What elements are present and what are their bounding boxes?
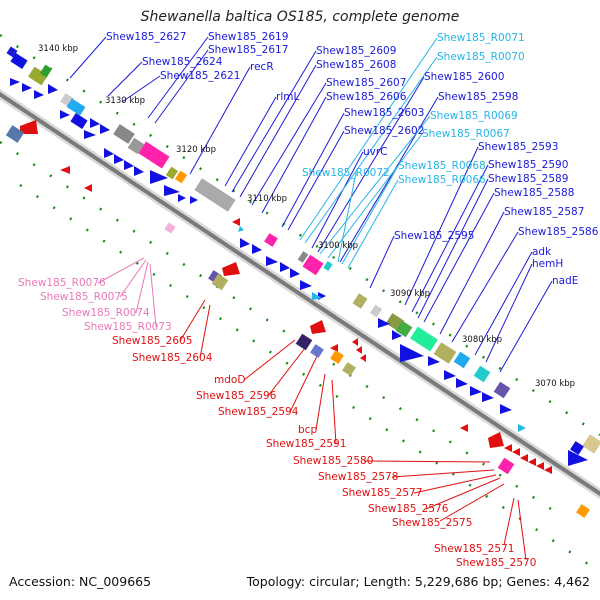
gene-label: Shew185_2591 [266, 438, 346, 450]
gene-label: Shew185_2619 [208, 31, 288, 43]
tick-label: 3130 kbp [105, 96, 145, 106]
gene-label: Shew185_2586 [518, 226, 599, 238]
genome-summary-text: Topology: circular; Length: 5,229,686 bp… [246, 574, 590, 589]
gene-label: Shew185_2605 [112, 335, 192, 347]
gene-labels-blue: Shew185_2627 Shew185_2619 Shew185_2617 S… [106, 31, 599, 287]
gene-label: Shew185_2606 [326, 91, 407, 103]
gene-label: bcp [298, 424, 317, 436]
tick-label: 3090 kbp [390, 289, 430, 299]
gene-labels-cyan: Shew185_R0071 Shew185_R0070 Shew185_R006… [302, 32, 525, 186]
tick-label: 3100 kbp [318, 241, 358, 251]
tick-label: 3120 kbp [176, 145, 216, 155]
gene-label: Shew185_R0072 [302, 167, 390, 179]
gene-label: Shew185_R0066 [398, 174, 486, 186]
gene-label: Shew185_2590 [488, 159, 568, 171]
tick-label: 3080 kbp [462, 335, 502, 345]
gene-label: uvrC [363, 146, 388, 158]
leader-lines-blue [69, 36, 553, 373]
accession-text: Accession: NC_009665 [9, 574, 152, 589]
gene-label: Shew185_2587 [504, 206, 584, 218]
leader-lines-red [179, 299, 527, 561]
gene-label: Shew185_2602 [344, 125, 424, 137]
forward-gene-arrows [10, 78, 588, 466]
gene-label: Shew185_2570 [456, 557, 536, 569]
gene-label: Shew185_R0073 [84, 321, 172, 333]
gene-label: Shew185_2593 [478, 141, 558, 153]
gene-label: Shew185_2576 [368, 503, 449, 515]
gene-label: Shew185_2594 [218, 406, 299, 418]
map-title: Shewanella baltica OS185, complete genom… [140, 9, 460, 25]
gene-label: Shew185_2608 [316, 59, 396, 71]
gene-label: Shew185_2571 [434, 543, 514, 555]
gene-label: Shew185_2596 [196, 390, 277, 402]
gene-label: Shew185_R0069 [430, 110, 518, 122]
gene-label: adk [532, 246, 552, 258]
gene-label: Shew185_2580 [293, 455, 373, 467]
leader-lines-cyan [299, 37, 438, 269]
leader-lines-pink [97, 257, 157, 328]
gene-features [6, 46, 600, 455]
gene-label: Shew185_2603 [344, 107, 424, 119]
gene-label: Shew185_2578 [318, 471, 398, 483]
gene-label: recR [250, 61, 274, 73]
gene-label: Shew185_2595 [394, 230, 474, 242]
cyan-features [238, 226, 526, 432]
gene-label: Shew185_2607 [326, 77, 406, 89]
reverse-gene-blocks [5, 125, 590, 518]
gene-label: Shew185_R0076 [18, 277, 106, 289]
gene-label: nadE [552, 275, 578, 287]
gene-label: Shew185_2600 [424, 71, 504, 83]
gene-label: Shew185_2621 [160, 70, 240, 82]
tick-labels: 3140 kbp 3130 kbp 3120 kbp 3110 kbp 3100… [38, 44, 575, 389]
tick-label: 3070 kbp [535, 379, 575, 389]
gene-label: Shew185_R0070 [437, 51, 525, 63]
tick-label: 3140 kbp [38, 44, 78, 54]
tick-label: 3110 kbp [247, 194, 287, 204]
gene-label: Shew185_2609 [316, 45, 396, 57]
gene-label: Shew185_R0068 [398, 160, 486, 172]
gene-label: Shew185_2624 [142, 56, 223, 68]
gene-label: hemH [532, 258, 563, 270]
gene-label: Shew185_R0071 [437, 32, 525, 44]
gene-label: Shew185_2604 [132, 352, 213, 364]
gene-label: Shew185_R0074 [62, 307, 150, 319]
reverse-gene-arrows [20, 120, 552, 474]
gene-label: Shew185_2598 [438, 91, 518, 103]
gene-label: Shew185_R0067 [422, 128, 510, 140]
gene-label: Shew185_R0075 [40, 291, 128, 303]
genome-backbone [0, 88, 600, 500]
gene-labels-pink: Shew185_R0076 Shew185_R0075 Shew185_R007… [18, 277, 172, 333]
gene-label: Shew185_2575 [392, 517, 472, 529]
gene-label: Shew185_2589 [488, 173, 568, 185]
gene-label: Shew185_2627 [106, 31, 186, 43]
gene-label: Shew185_2577 [342, 487, 422, 499]
gene-label: rlmL [276, 91, 299, 103]
gene-labels-red: Shew185_2605 Shew185_2604 mdoD Shew185_2… [112, 335, 536, 569]
gene-label: Shew185_2588 [494, 187, 574, 199]
dotted-tracks [0, 33, 600, 574]
gene-label: mdoD [214, 374, 245, 386]
gene-label: Shew185_2617 [208, 44, 288, 56]
